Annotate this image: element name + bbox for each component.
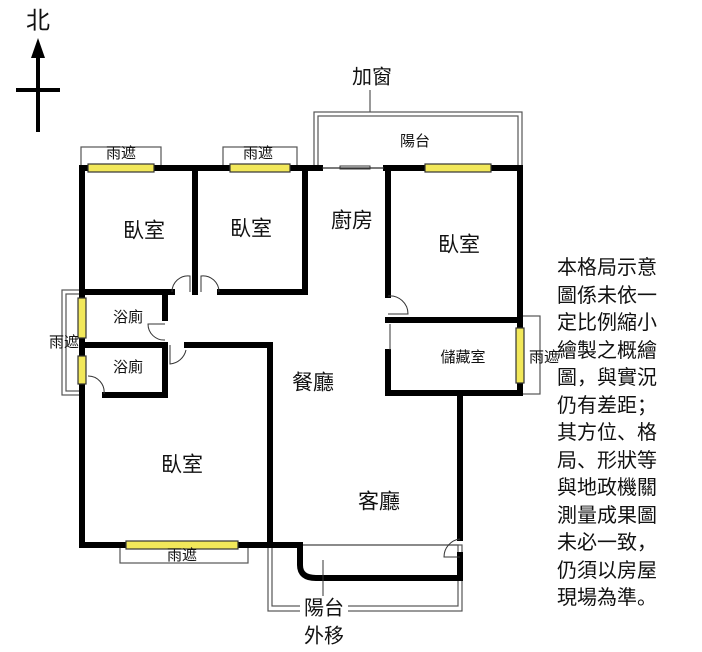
room-label-kitchen: 廚房 bbox=[331, 209, 373, 233]
add-window-label: 加窗 bbox=[352, 65, 392, 89]
room-label-bedroom-nw: 臥室 bbox=[123, 219, 165, 243]
room-label-bedroom-sw: 臥室 bbox=[161, 453, 203, 477]
disclaimer-line: 本格局示意 bbox=[557, 255, 657, 279]
room-label-bedroom-n: 臥室 bbox=[230, 217, 272, 241]
balcony-top-label: 陽台 bbox=[400, 132, 430, 150]
disclaimer-line: 與地政機關 bbox=[557, 475, 657, 499]
disclaimer-line: 仍有差距； bbox=[557, 392, 657, 417]
rain-cover-label-1: 雨遮 bbox=[106, 144, 136, 162]
north-arrow-icon bbox=[16, 38, 60, 132]
disclaimer-line: 局、形狀等 bbox=[557, 447, 657, 472]
disclaimer-line: 圖係未依一 bbox=[557, 282, 657, 307]
disclaimer-line: 其方位、格 bbox=[557, 420, 657, 444]
top-balcony bbox=[313, 90, 523, 169]
north-label: 北 bbox=[26, 7, 50, 35]
room-label-living: 客廳 bbox=[358, 490, 400, 514]
disclaimer-line: 測量成果圖 bbox=[557, 502, 657, 527]
disclaimer-line: 圖，與實況 bbox=[557, 365, 657, 389]
balcony-bottom-label: 陽台 bbox=[304, 596, 344, 620]
balcony-bottom-note: 外移 bbox=[304, 624, 344, 648]
windows bbox=[77, 163, 525, 550]
disclaimer-line: 仍須以房屋 bbox=[557, 557, 657, 582]
rain-cover-label-2: 雨遮 bbox=[243, 144, 273, 162]
room-label-bath-2: 浴廁 bbox=[113, 358, 143, 376]
room-label-storage: 儲藏室 bbox=[440, 348, 485, 366]
disclaimer-line: 定比例縮小 bbox=[557, 310, 657, 334]
doors bbox=[87, 165, 461, 598]
disclaimer-line: 未必一致， bbox=[557, 530, 657, 554]
disclaimer-line: 現場為準。 bbox=[557, 585, 657, 609]
rain-cover-label-5: 雨遮 bbox=[167, 546, 197, 564]
room-label-bath-1: 浴廁 bbox=[113, 308, 143, 326]
room-label-bedroom-ne: 臥室 bbox=[438, 233, 480, 257]
room-label-dining: 餐廳 bbox=[292, 371, 334, 395]
disclaimer-line: 繪製之概繪 bbox=[557, 337, 657, 362]
rain-cover-label-3: 雨遮 bbox=[49, 333, 79, 351]
rain-cover-label-4: 雨遮 bbox=[529, 348, 559, 366]
disclaimer-note: 本格局示意 圖係未依一 定比例縮小 繪製之概繪 圖，與實況 仍有差距； 其方位、… bbox=[557, 254, 657, 612]
